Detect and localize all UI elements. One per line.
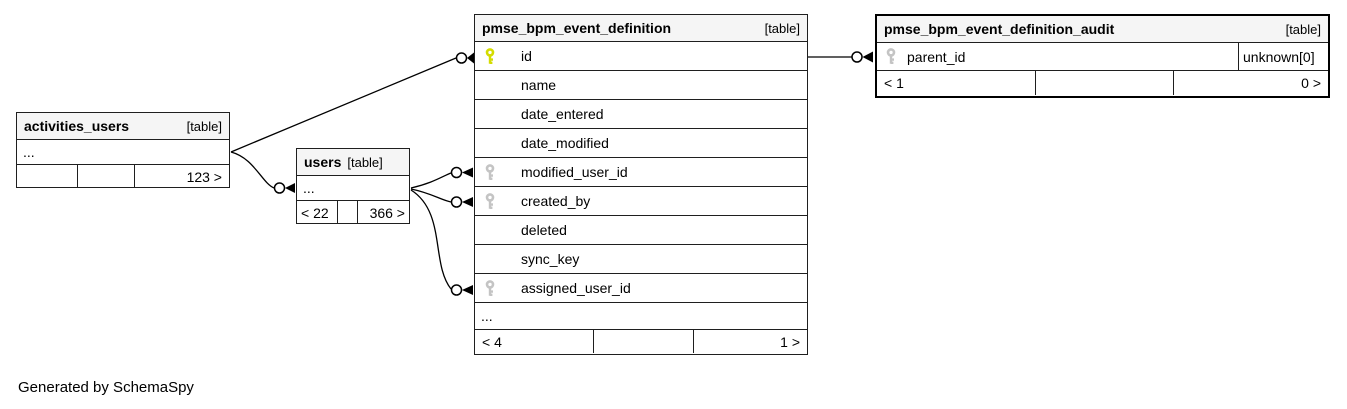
- rel-arrowhead: [462, 285, 473, 295]
- column-name: assigned_user_id: [521, 280, 631, 296]
- table-stats-row: < 4 1 >: [475, 330, 807, 353]
- stats-cell-mid: [338, 201, 358, 224]
- column-name: created_by: [521, 193, 591, 209]
- stats-cell-left: < 4: [475, 330, 594, 353]
- table-stats-row: < 22 366 >: [297, 201, 409, 224]
- foreign-key-icon: [484, 279, 496, 297]
- stats-cell-left: < 22: [297, 201, 338, 224]
- stats-cell-mid: [594, 330, 694, 353]
- rel-arrowhead: [285, 183, 295, 193]
- table-pmse-bpm-event-definition[interactable]: pmse_bpm_event_definition [table] id nam…: [474, 14, 808, 355]
- rel-activities-users-to-id: [230, 57, 457, 153]
- ellipsis-label: ...: [303, 180, 315, 196]
- hidden-columns-row: ...: [297, 176, 409, 201]
- table-type-badge: [table]: [1285, 21, 1321, 37]
- table-header[interactable]: activities_users [table]: [17, 113, 229, 140]
- table-name[interactable]: pmse_bpm_event_definition_audit: [884, 21, 1115, 37]
- table-activities-users[interactable]: activities_users [table] ... 123 >: [16, 112, 230, 188]
- table-header[interactable]: pmse_bpm_event_definition_audit [table]: [877, 16, 1328, 43]
- table-stats-row: 123 >: [17, 165, 229, 188]
- foreign-key-icon: [484, 163, 496, 181]
- column-row-sync-key: sync_key: [475, 245, 807, 274]
- column-row-parent-id: parent_id unknown[0]: [877, 43, 1328, 71]
- rel-activities-users-to-users: [230, 151, 275, 189]
- stats-cell-left: [17, 165, 78, 188]
- ellipsis-label: ...: [481, 308, 493, 324]
- table-header[interactable]: users [table]: [297, 149, 409, 176]
- column-row-deleted: deleted: [475, 216, 807, 245]
- column-type-note: unknown[0]: [1238, 43, 1328, 70]
- stats-cell-right: 366 >: [369, 204, 405, 221]
- ellipsis-label: ...: [23, 144, 35, 160]
- table-name[interactable]: pmse_bpm_event_definition: [482, 20, 672, 36]
- column-name: sync_key: [521, 251, 580, 267]
- rel-arrowhead: [462, 197, 473, 207]
- foreign-key-icon: [484, 192, 496, 210]
- column-name: modified_user_id: [521, 164, 628, 180]
- table-type-badge: [table]: [347, 154, 383, 170]
- primary-key-icon: [484, 47, 496, 65]
- foreign-key-icon: [885, 48, 897, 65]
- stats-cell-left: < 1: [877, 71, 1036, 95]
- table-type-badge: [table]: [186, 118, 222, 134]
- stats-cell-mid: [78, 165, 135, 188]
- table-name[interactable]: users: [304, 154, 342, 170]
- column-row-modified-user-id: modified_user_id: [475, 158, 807, 187]
- column-name: id: [521, 48, 532, 64]
- rel-endpoint-circle: [450, 166, 463, 179]
- column-row-name: name: [475, 71, 807, 100]
- hidden-columns-row: ...: [475, 303, 807, 330]
- rel-endpoint-circle: [273, 182, 286, 194]
- rel-arrowhead: [462, 167, 473, 178]
- table-users[interactable]: users [table] ... < 22 366 >: [296, 148, 410, 224]
- table-stats-row: < 1 0 >: [877, 71, 1328, 95]
- rel-users-to-created-by: [410, 188, 452, 203]
- rel-endpoint-circle: [851, 51, 863, 63]
- rel-endpoint-circle: [450, 284, 463, 296]
- column-row-created-by: created_by: [475, 187, 807, 216]
- column-name: name: [521, 77, 557, 93]
- stats-cell-mid: [1036, 71, 1174, 95]
- column-row-date-entered: date_entered: [475, 100, 807, 129]
- hidden-columns-row: ...: [17, 140, 229, 165]
- table-pmse-bpm-event-definition-audit[interactable]: pmse_bpm_event_definition_audit [table] …: [875, 14, 1330, 98]
- column-name: deleted: [521, 222, 567, 238]
- table-type-badge: [table]: [764, 20, 800, 36]
- generated-by-note: Generated by SchemaSpy: [18, 379, 194, 396]
- stats-cell-right: 123 >: [186, 168, 222, 185]
- rel-arrowhead: [862, 51, 873, 63]
- rel-endpoint-circle: [450, 196, 463, 208]
- stats-cell-right: 1 >: [780, 333, 800, 350]
- column-name: date_modified: [521, 135, 609, 151]
- column-row-assigned-user-id: assigned_user_id: [475, 274, 807, 303]
- column-name: parent_id: [907, 48, 966, 65]
- table-header[interactable]: pmse_bpm_event_definition [table]: [475, 15, 807, 42]
- column-row-date-modified: date_modified: [475, 129, 807, 158]
- rel-arrowhead: [467, 52, 474, 64]
- stats-cell-right: 0 >: [1301, 75, 1321, 91]
- rel-users-to-assigned-user-id: [410, 189, 452, 290]
- column-name: date_entered: [521, 106, 604, 122]
- rel-endpoint-circle: [455, 52, 468, 64]
- table-name[interactable]: activities_users: [24, 118, 130, 134]
- column-row-id: id: [475, 42, 807, 71]
- rel-users-to-modified-user-id: [410, 172, 452, 189]
